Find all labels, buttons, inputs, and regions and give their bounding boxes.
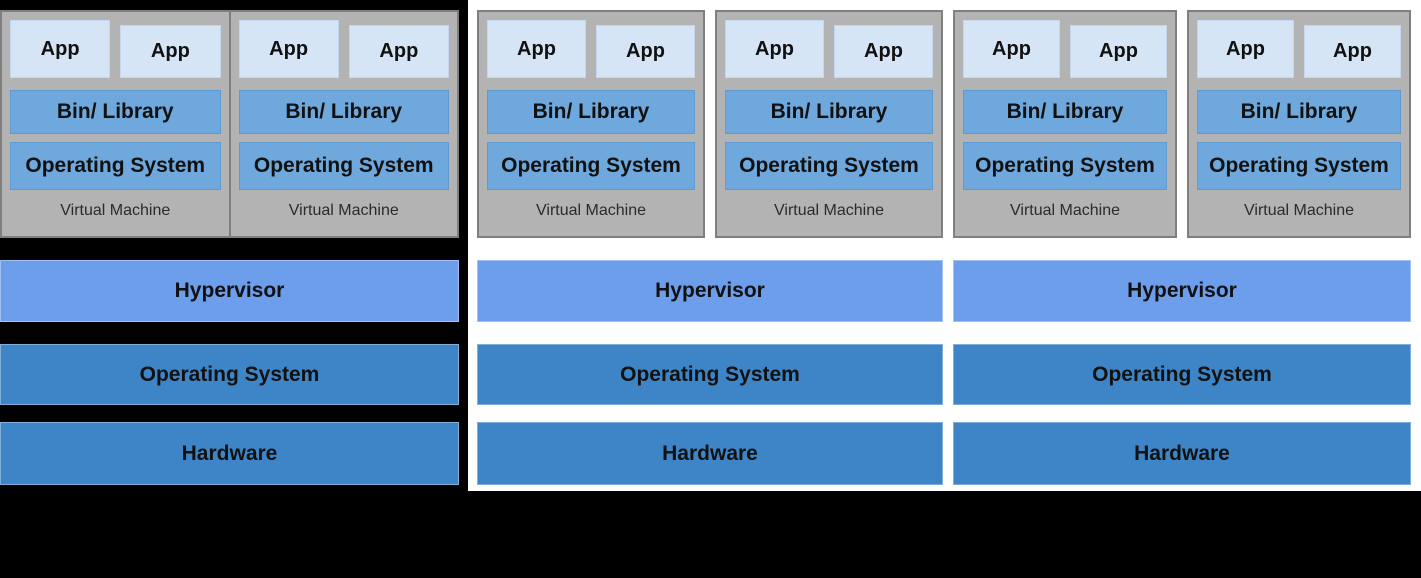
bin-library-box[interactable]: Bin/ Library (725, 90, 933, 134)
host-operating-system-bar[interactable]: Operating System (953, 344, 1411, 405)
virtual-machine-row: App App Bin/ Library Operating System Vi… (0, 10, 459, 238)
virtual-machine-label: Virtual Machine (1010, 202, 1120, 219)
architecture-panel-3: App App Bin/ Library Operating System Vi… (953, 10, 1411, 485)
app-row: App App (487, 20, 695, 82)
guest-operating-system-box[interactable]: Operating System (487, 142, 695, 190)
app-row: App App (725, 20, 933, 82)
bin-library-box[interactable]: Bin/ Library (1197, 90, 1401, 134)
bin-library-box[interactable]: Bin/ Library (238, 90, 449, 134)
app-box[interactable]: App (238, 20, 339, 78)
virtual-machine-box[interactable]: App App Bin/ Library Operating System Vi… (0, 10, 231, 238)
hypervisor-bar[interactable]: Hypervisor (0, 260, 459, 322)
virtual-machine-label: Virtual Machine (60, 202, 171, 219)
virtual-machine-label: Virtual Machine (774, 202, 884, 219)
virtual-machine-row: App App Bin/ Library Operating System Vi… (953, 10, 1411, 238)
guest-operating-system-box[interactable]: Operating System (10, 142, 221, 190)
hardware-bar[interactable]: Hardware (477, 422, 943, 485)
app-box[interactable]: App (1304, 25, 1401, 78)
virtual-machine-box[interactable]: App App Bin/ Library Operating System Vi… (477, 10, 705, 238)
virtual-machine-label: Virtual Machine (536, 202, 646, 219)
bin-library-box[interactable]: Bin/ Library (10, 90, 221, 134)
virtual-machine-label: Virtual Machine (288, 202, 399, 219)
app-row: App App (10, 20, 221, 82)
guest-operating-system-box[interactable]: Operating System (1197, 142, 1401, 190)
hypervisor-bar[interactable]: Hypervisor (953, 260, 1411, 322)
app-box[interactable]: App (348, 25, 449, 78)
hardware-bar[interactable]: Hardware (0, 422, 459, 485)
hypervisor-bar[interactable]: Hypervisor (477, 260, 943, 322)
virtual-machine-box[interactable]: App App Bin/ Library Operating System Vi… (953, 10, 1177, 238)
app-row: App App (1197, 20, 1401, 82)
bin-library-box[interactable]: Bin/ Library (963, 90, 1167, 134)
host-operating-system-bar[interactable]: Operating System (477, 344, 943, 405)
architecture-panel-2: App App Bin/ Library Operating System Vi… (477, 10, 943, 485)
guest-operating-system-box[interactable]: Operating System (238, 142, 449, 190)
virtual-machine-row: App App Bin/ Library Operating System Vi… (477, 10, 943, 238)
app-row: App App (238, 20, 449, 82)
bin-library-box[interactable]: Bin/ Library (487, 90, 695, 134)
host-operating-system-bar[interactable]: Operating System (0, 344, 459, 405)
app-box[interactable]: App (596, 25, 695, 78)
app-box[interactable]: App (963, 20, 1060, 78)
virtual-machine-box[interactable]: App App Bin/ Library Operating System Vi… (228, 10, 459, 238)
app-row: App App (963, 20, 1167, 82)
app-box[interactable]: App (1197, 20, 1294, 78)
app-box[interactable]: App (725, 20, 824, 78)
guest-operating-system-box[interactable]: Operating System (725, 142, 933, 190)
guest-operating-system-box[interactable]: Operating System (963, 142, 1167, 190)
app-box[interactable]: App (120, 25, 221, 78)
virtual-machine-box[interactable]: App App Bin/ Library Operating System Vi… (715, 10, 943, 238)
architecture-panel-1: App App Bin/ Library Operating System Vi… (0, 10, 459, 485)
app-box[interactable]: App (487, 20, 586, 78)
virtual-machine-label: Virtual Machine (1244, 202, 1354, 219)
app-box[interactable]: App (834, 25, 933, 78)
architecture-panel-group-right: App App Bin/ Library Operating System Vi… (468, 0, 1421, 491)
hardware-bar[interactable]: Hardware (953, 422, 1411, 485)
app-box[interactable]: App (10, 20, 111, 78)
app-box[interactable]: App (1070, 25, 1167, 78)
virtual-machine-box[interactable]: App App Bin/ Library Operating System Vi… (1187, 10, 1411, 238)
